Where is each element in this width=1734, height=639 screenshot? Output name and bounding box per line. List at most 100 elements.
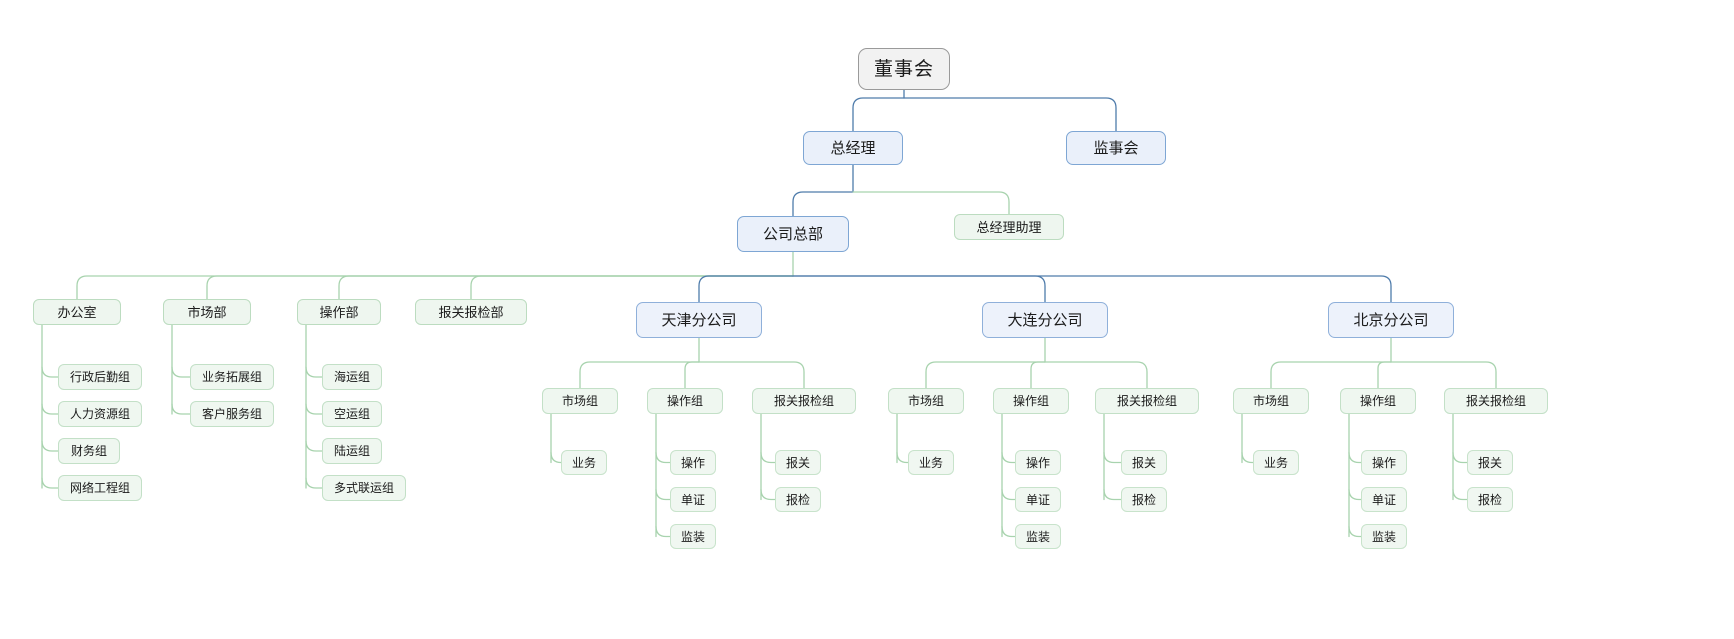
connector-path [1348,525,1362,538]
connector-path [41,477,59,489]
org-node-dl-cus-declare[interactable]: 报关 [1121,450,1167,475]
org-node-label: 操作 [1025,455,1050,470]
org-node-label: 单证 [680,492,705,507]
org-node-tj-op-operate[interactable]: 操作 [670,450,716,475]
org-node-tj-market[interactable]: 市场组 [542,388,618,414]
org-node-bj-market[interactable]: 市场组 [1233,388,1309,414]
org-node-label: 办公室 [57,304,97,320]
connector-path [1103,451,1122,464]
org-node-label: 操作 [1371,455,1396,470]
org-node-bj-operation[interactable]: 操作组 [1340,388,1416,414]
connector-path [792,275,1046,303]
org-node-label: 报关 [785,455,810,470]
org-node-bj-op-operate[interactable]: 操作 [1361,450,1407,475]
org-node-office-finance[interactable]: 财务组 [58,438,120,464]
connector-path [171,366,191,378]
org-node-op-air[interactable]: 空运组 [322,401,382,427]
org-node-supervisory-board[interactable]: 监事会 [1066,131,1166,165]
org-node-label: 董事会 [873,58,934,80]
connector-path [698,361,805,389]
org-node-dl-market-biz[interactable]: 业务 [908,450,954,475]
org-node-general-manager[interactable]: 总经理 [803,131,903,165]
org-node-label: 操作组 [666,394,703,408]
org-node-customs-dept[interactable]: 报关报检部 [415,299,527,325]
org-node-label: 报检 [1131,492,1156,507]
org-node-label: 操作组 [1012,394,1049,408]
org-node-dl-customs[interactable]: 报关报检组 [1095,388,1199,414]
org-node-tj-market-biz[interactable]: 业务 [561,450,607,475]
connector-path [684,361,700,389]
org-node-office-admin[interactable]: 行政后勤组 [58,364,142,390]
connector-path [338,275,794,300]
org-node-office[interactable]: 办公室 [33,299,121,325]
connector-path [550,451,562,464]
org-node-op-land[interactable]: 陆运组 [322,438,382,464]
org-node-tj-customs[interactable]: 报关报检组 [752,388,856,414]
org-node-label: 操作部 [319,304,359,320]
org-node-bj-market-biz[interactable]: 业务 [1253,450,1299,475]
connector-path [760,451,776,464]
connector-path [1270,361,1392,389]
org-node-dl-op-supervise[interactable]: 监装 [1015,524,1061,549]
org-node-label: 海运组 [333,370,370,384]
org-node-office-network[interactable]: 网络工程组 [58,475,142,501]
org-node-tj-operation[interactable]: 操作组 [647,388,723,414]
org-node-dl-market[interactable]: 市场组 [888,388,964,414]
org-node-dl-cus-inspect[interactable]: 报检 [1121,487,1167,512]
org-node-label: 多式联运组 [333,481,394,495]
org-node-beijing-branch[interactable]: 北京分公司 [1328,302,1454,338]
org-node-dl-operation[interactable]: 操作组 [993,388,1069,414]
org-node-label: 空运组 [333,407,370,421]
org-node-bj-cus-declare[interactable]: 报关 [1467,450,1513,475]
connector-path [852,191,1010,215]
org-node-op-multimodal[interactable]: 多式联运组 [322,475,406,501]
org-node-market-customer[interactable]: 客户服务组 [190,401,274,427]
org-node-label: 单证 [1025,492,1050,507]
connector-path [1103,488,1122,501]
connector-path [655,451,671,464]
connector-path [76,275,794,300]
connector-path [1452,451,1468,464]
connector-path [305,440,323,452]
org-node-label: 报关 [1131,455,1156,470]
org-node-label: 报关报检组 [1116,394,1177,408]
org-node-label: 监装 [1025,529,1050,544]
org-node-op-sea[interactable]: 海运组 [322,364,382,390]
org-node-tj-cus-declare[interactable]: 报关 [775,450,821,475]
org-node-dl-op-doc[interactable]: 单证 [1015,487,1061,512]
org-node-operation-dept[interactable]: 操作部 [297,299,381,325]
connector-path [698,275,794,303]
connector-path [1390,361,1497,389]
org-node-headquarters[interactable]: 公司总部 [737,216,849,252]
org-node-board[interactable]: 董事会 [858,48,950,90]
org-node-label: 市场部 [187,304,227,320]
org-node-label: 人力资源组 [69,407,130,421]
connector-path [1348,488,1362,501]
org-node-tj-op-doc[interactable]: 单证 [670,487,716,512]
org-node-label: 陆运组 [333,444,370,458]
org-node-tj-cus-inspect[interactable]: 报检 [775,487,821,512]
org-node-label: 报关报检部 [438,304,504,320]
org-node-label: 财务组 [70,444,107,458]
connector-path [760,488,776,501]
org-node-gm-assistant[interactable]: 总经理助理 [954,214,1064,240]
org-node-tianjin-branch[interactable]: 天津分公司 [636,302,762,338]
org-node-bj-op-supervise[interactable]: 监装 [1361,524,1407,549]
org-node-label: 操作组 [1359,394,1396,408]
org-node-market-biz-dev[interactable]: 业务拓展组 [190,364,274,390]
org-node-bj-customs[interactable]: 报关报检组 [1444,388,1548,414]
org-node-dalian-branch[interactable]: 大连分公司 [982,302,1108,338]
org-node-office-hr[interactable]: 人力资源组 [58,401,142,427]
connector-path [655,525,671,538]
org-node-tj-op-supervise[interactable]: 监装 [670,524,716,549]
org-node-bj-op-doc[interactable]: 单证 [1361,487,1407,512]
org-node-label: 报检 [1477,492,1502,507]
org-node-dl-op-operate[interactable]: 操作 [1015,450,1061,475]
connector-path [925,361,1046,389]
org-node-bj-cus-inspect[interactable]: 报检 [1467,487,1513,512]
org-node-label: 业务 [571,455,596,470]
connector-path [655,488,671,501]
connector-path [1377,361,1392,389]
org-node-market-dept[interactable]: 市场部 [163,299,251,325]
